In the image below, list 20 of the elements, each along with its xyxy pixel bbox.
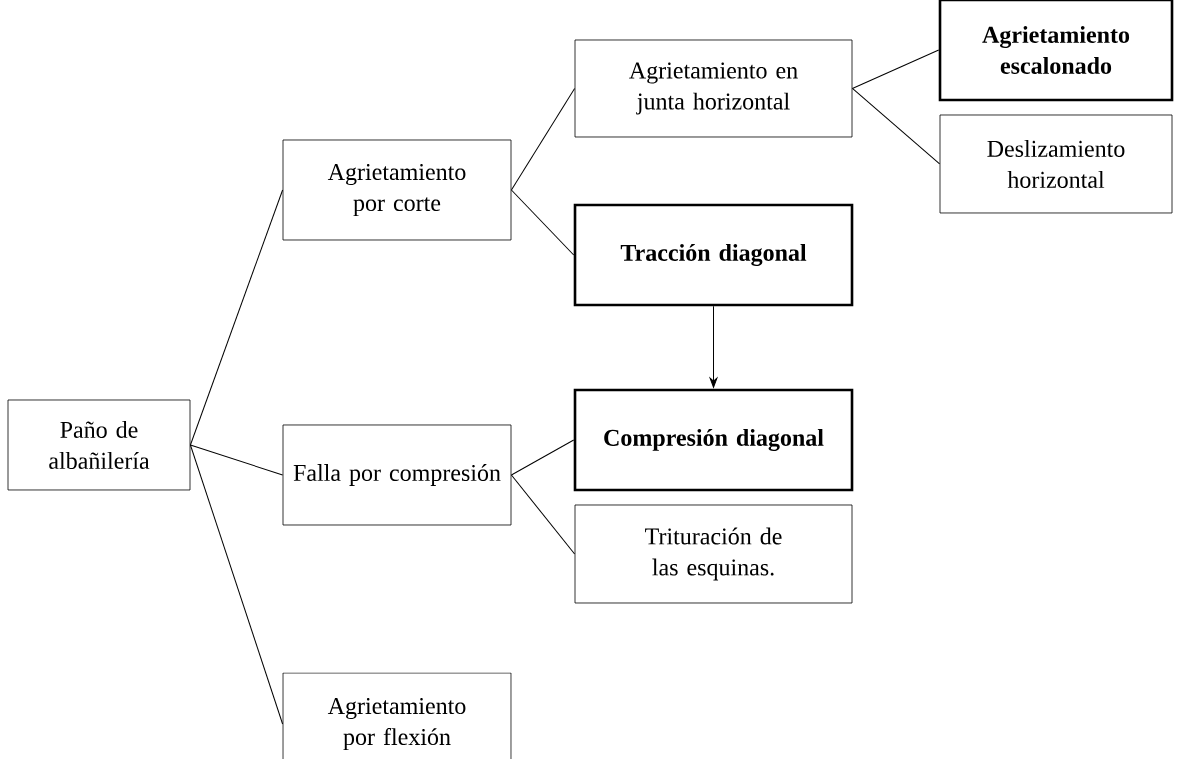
box: Trituración de las esquinas. xyxy=(574,504,853,604)
connector-line xyxy=(851,88,941,165)
arrow xyxy=(709,305,718,388)
box: Agrietamiento por flexión xyxy=(282,672,512,759)
connector-line xyxy=(510,88,576,191)
box: Paño de albañilería xyxy=(7,399,191,491)
connector-line xyxy=(510,439,575,476)
connector-line xyxy=(189,189,284,446)
connector-line xyxy=(189,444,284,725)
connector-line xyxy=(510,474,576,555)
box: Agrietamiento por corte xyxy=(282,139,512,241)
box: Agrietamiento en junta horizontal xyxy=(574,39,853,138)
connector-line xyxy=(510,189,575,256)
connector-line xyxy=(189,444,284,476)
emphasized-box: Agrietamiento escalonado xyxy=(938,0,1174,102)
box: Falla por compresión xyxy=(282,424,512,526)
emphasized-box: Tracción diagonal xyxy=(573,203,854,307)
box: Deslizamiento horizontal xyxy=(939,114,1173,214)
connector-line xyxy=(851,49,940,89)
emphasized-box: Compresión diagonal xyxy=(573,388,854,492)
